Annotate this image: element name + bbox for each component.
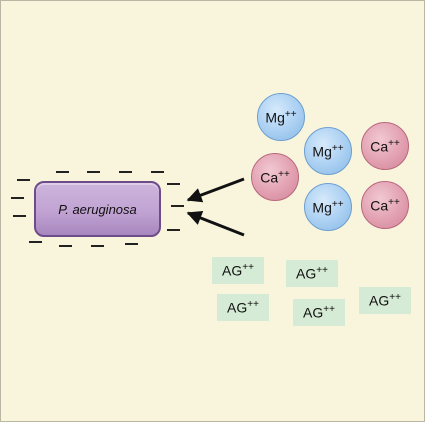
magnesium-ion: Mg++ bbox=[257, 93, 305, 141]
negative-charge bbox=[29, 241, 42, 243]
magnesium-ion: Mg++ bbox=[304, 183, 352, 231]
negative-charge bbox=[151, 171, 164, 173]
negative-charge bbox=[13, 215, 26, 217]
aminoglycoside-molecule: AG++ bbox=[212, 257, 264, 284]
magnesium-ion: Mg++ bbox=[304, 127, 352, 175]
aminoglycoside-molecule: AG++ bbox=[286, 260, 338, 287]
negative-charge bbox=[56, 171, 69, 173]
negative-charge bbox=[167, 229, 180, 231]
aminoglycoside-molecule: AG++ bbox=[217, 294, 269, 321]
arrow-upper bbox=[186, 177, 245, 203]
negative-charge bbox=[171, 205, 184, 207]
bacterium-cell: P. aeruginosa bbox=[34, 181, 161, 237]
negative-charge bbox=[87, 171, 100, 173]
arrow-lower bbox=[186, 210, 245, 237]
negative-charge bbox=[17, 179, 30, 181]
negative-charge bbox=[125, 243, 138, 245]
negative-charge bbox=[91, 245, 104, 247]
negative-charge bbox=[11, 197, 24, 199]
bacterium-label: P. aeruginosa bbox=[58, 201, 137, 217]
negative-charge bbox=[119, 171, 132, 173]
calcium-ion: Ca++ bbox=[361, 122, 409, 170]
calcium-ion: Ca++ bbox=[251, 153, 299, 201]
aminoglycoside-molecule: AG++ bbox=[359, 287, 411, 314]
calcium-ion: Ca++ bbox=[361, 181, 409, 229]
aminoglycoside-molecule: AG++ bbox=[293, 299, 345, 326]
negative-charge bbox=[59, 245, 72, 247]
negative-charge bbox=[167, 183, 180, 185]
